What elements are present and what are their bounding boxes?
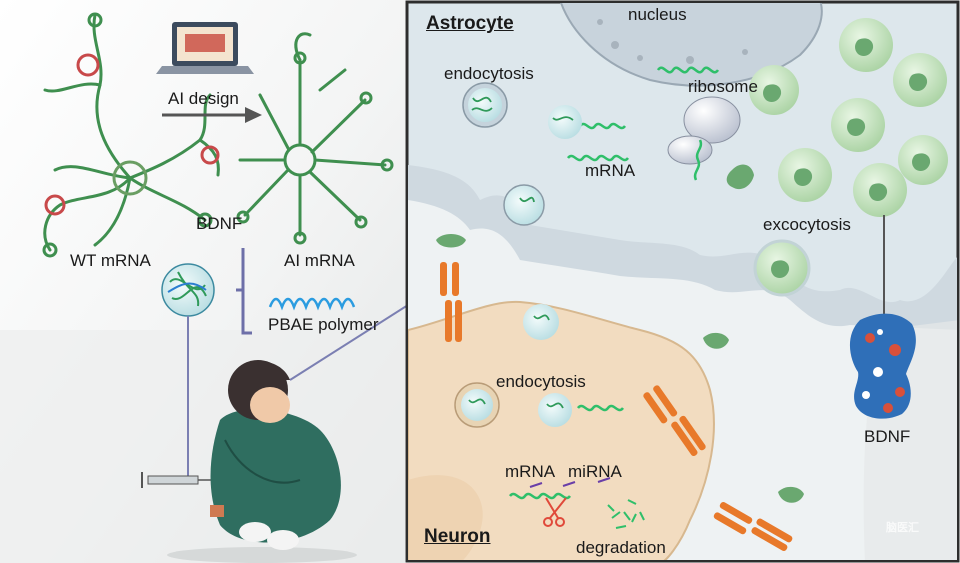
nanoparticles <box>454 82 582 428</box>
degradation-fragments <box>607 499 645 529</box>
ai-design-arrow <box>162 107 262 123</box>
nucleus-label: nucleus <box>628 5 687 24</box>
pbae-polymer-coil <box>268 297 356 311</box>
trkb-receptors <box>436 234 804 552</box>
mirna-marks <box>529 477 611 488</box>
neuron-label: Neuron <box>424 526 491 547</box>
nascent-bdnf <box>726 164 754 190</box>
mirna-label: miRNA <box>568 462 622 481</box>
mrna-strand-bottom <box>576 404 625 412</box>
ai-design-label: AI design <box>168 89 239 108</box>
bracket-line <box>236 248 252 335</box>
bdnf-vesicles <box>749 18 948 297</box>
wt-mrna-label: WT mRNA <box>70 251 151 270</box>
mrna-strand-mirna <box>508 492 572 500</box>
ribosome-label: ribosome <box>688 77 758 96</box>
ai-mrna-structure <box>236 32 394 245</box>
watermark-logo: 脑医汇 <box>886 522 919 534</box>
ribosome-mrna-strand-out <box>693 139 703 181</box>
bdnf-protein-structure <box>849 215 916 419</box>
mrna-bottom-label: mRNA <box>505 462 556 481</box>
laptop-icon <box>156 22 254 74</box>
endocytosis-top-label: endocytosis <box>444 64 534 83</box>
mrna-top-label: mRNA <box>585 161 636 180</box>
mrna-nanoparticle <box>161 263 215 317</box>
ai-mrna-label: AI mRNA <box>284 251 355 270</box>
astrocyte-nucleus <box>560 3 823 87</box>
neuron-body <box>408 300 715 560</box>
mrna-strand-top-2 <box>566 154 630 162</box>
degradation-label: degradation <box>576 538 666 557</box>
scissors-icon <box>543 497 567 527</box>
bdnf-label: BDNF <box>196 214 243 233</box>
pbae-polymer-label: PBAE polymer <box>268 315 379 334</box>
astrocyte-label: Astrocyte <box>426 13 514 34</box>
mrna-strand-top-1 <box>578 122 627 130</box>
connector-girl-panel <box>289 304 409 381</box>
excocytosis-label: excocytosis <box>763 215 851 234</box>
ribosome-mrna-strand-top <box>656 66 720 74</box>
girl-figure <box>167 360 357 563</box>
bdnf-protein-label: BDNF <box>864 427 911 446</box>
endocytosis-bottom-label: endocytosis <box>496 372 586 391</box>
right-panel <box>405 0 960 563</box>
wt-mrna-structure <box>42 12 220 258</box>
